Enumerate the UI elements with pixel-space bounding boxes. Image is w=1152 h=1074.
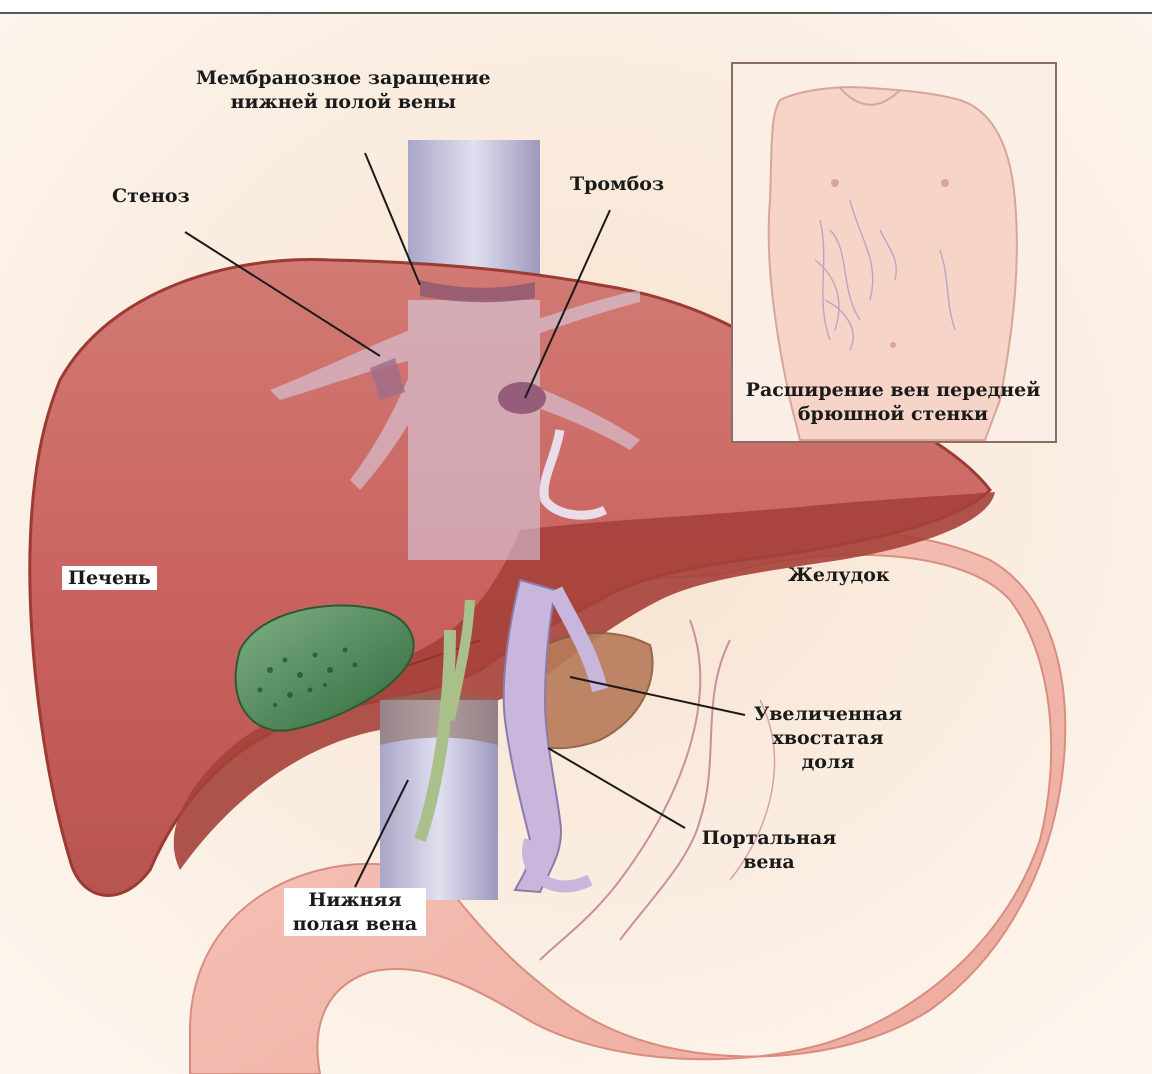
thrombus [498,382,546,414]
label-caudate-lobe: Увеличенная хвостатая доля [748,702,908,774]
label-ivc: Нижняя полая вена [284,888,426,936]
label-stenosis: Стеноз [112,184,190,208]
label-liver: Печень [62,566,157,590]
label-membranous-occlusion: Мембранозное заращение нижней полой вены [196,66,491,114]
label-portal-vein: Портальная вена [694,826,844,874]
label-thrombosis: Тромбоз [570,172,664,196]
label-stomach: Желудок [788,563,890,587]
label-abdominal-veins: Расширение вен передней брюшной стенки [738,378,1048,426]
top-border [0,0,1152,14]
